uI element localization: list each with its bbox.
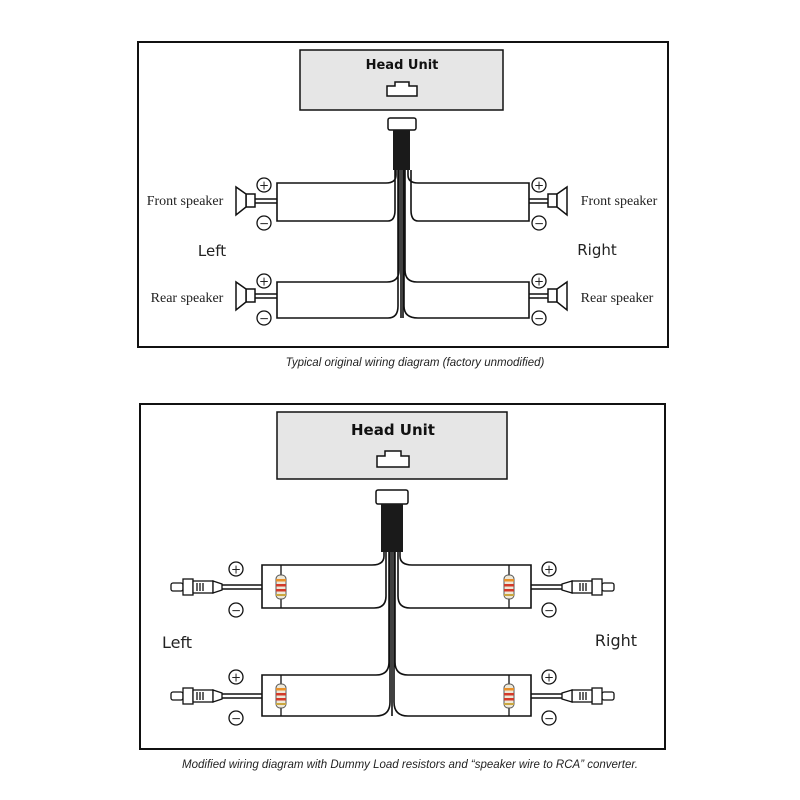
- top-plus-icon: +: [256, 177, 272, 193]
- bottom-front-right-rca-plug-icon: [561, 578, 615, 596]
- top-head-unit-title: Head Unit: [366, 58, 439, 73]
- bottom-harness-bundle: [381, 504, 403, 552]
- svg-text:−: −: [259, 217, 269, 231]
- top-head-unit-socket-icon: [386, 81, 418, 97]
- svg-text:+: +: [259, 179, 269, 193]
- top-front-right-label: Front speaker: [581, 194, 658, 209]
- top-polarity-symbols: + − + − + − + −: [256, 177, 547, 326]
- bottom-front-right-resistor: [503, 565, 515, 608]
- svg-text:+: +: [544, 671, 554, 685]
- top-plus-icon: +: [256, 273, 272, 289]
- bottom-minus-icon: −: [541, 602, 557, 618]
- bottom-head-unit-box: [276, 411, 508, 480]
- top-plus-icon: +: [531, 177, 547, 193]
- bottom-rear-left-rca-plug-icon: [170, 687, 223, 705]
- top-plus-icon: +: [531, 273, 547, 289]
- top-diagram: Head Unit: [137, 41, 669, 369]
- svg-text:−: −: [534, 217, 544, 231]
- svg-text:+: +: [259, 275, 269, 289]
- top-right-label: Right: [577, 241, 617, 259]
- bottom-head-unit-title: Head Unit: [351, 421, 435, 439]
- bottom-front-left-rca-plug-icon: [170, 578, 223, 596]
- top-rear-left-speaker-icon: [235, 280, 256, 312]
- bottom-minus-icon: −: [228, 710, 244, 726]
- bottom-diagram: Head Unit: [139, 403, 666, 771]
- bottom-front-left-resistor: [275, 565, 287, 608]
- bottom-polarity-symbols: + − + − + − + −: [228, 561, 557, 726]
- bottom-plus-icon: +: [541, 669, 557, 685]
- bottom-minus-icon: −: [228, 602, 244, 618]
- top-front-right-speaker-icon: [547, 185, 568, 217]
- svg-text:+: +: [231, 671, 241, 685]
- bottom-caption: Modified wiring diagram with Dummy Load …: [182, 759, 638, 771]
- bottom-resistors: [275, 565, 515, 716]
- bottom-left-label: Left: [162, 633, 192, 652]
- top-head-unit-box: [299, 49, 504, 111]
- top-left-label: Left: [198, 242, 226, 260]
- bottom-connector-plug: [375, 489, 409, 505]
- top-rear-right-label: Rear speaker: [581, 291, 654, 306]
- svg-text:−: −: [544, 712, 554, 726]
- bottom-head-unit-socket-icon: [376, 450, 410, 468]
- top-minus-icon: −: [531, 215, 547, 231]
- top-rear-right-speaker-icon: [547, 280, 568, 312]
- bottom-rca-plugs: [170, 578, 615, 705]
- bottom-right-label: Right: [595, 631, 637, 650]
- top-harness-bundle: [393, 130, 410, 170]
- svg-text:+: +: [544, 563, 554, 577]
- top-rear-left-label: Rear speaker: [151, 291, 224, 306]
- top-front-left-label: Front speaker: [147, 194, 224, 209]
- top-minus-icon: −: [256, 215, 272, 231]
- bottom-frame: [139, 403, 666, 750]
- svg-text:−: −: [544, 604, 554, 618]
- svg-text:−: −: [534, 312, 544, 326]
- bottom-plus-icon: +: [541, 561, 557, 577]
- bottom-wires: [222, 552, 562, 717]
- bottom-minus-icon: −: [541, 710, 557, 726]
- svg-text:−: −: [259, 312, 269, 326]
- top-connector-plug: [387, 117, 417, 131]
- bottom-rear-right-rca-plug-icon: [561, 687, 615, 705]
- bottom-plus-icon: +: [228, 561, 244, 577]
- svg-text:−: −: [231, 712, 241, 726]
- bottom-plus-icon: +: [228, 669, 244, 685]
- svg-text:+: +: [534, 275, 544, 289]
- bottom-rear-left-resistor: [275, 675, 287, 716]
- svg-text:+: +: [231, 563, 241, 577]
- bottom-rear-right-resistor: [503, 675, 515, 716]
- top-minus-icon: −: [256, 310, 272, 326]
- top-minus-icon: −: [531, 310, 547, 326]
- top-wires: [255, 170, 548, 319]
- svg-text:−: −: [231, 604, 241, 618]
- svg-text:+: +: [534, 179, 544, 193]
- top-frame: [137, 41, 669, 348]
- top-caption: Typical original wiring diagram (factory…: [286, 357, 545, 369]
- top-speakers: [235, 185, 568, 312]
- top-front-left-speaker-icon: [235, 185, 256, 217]
